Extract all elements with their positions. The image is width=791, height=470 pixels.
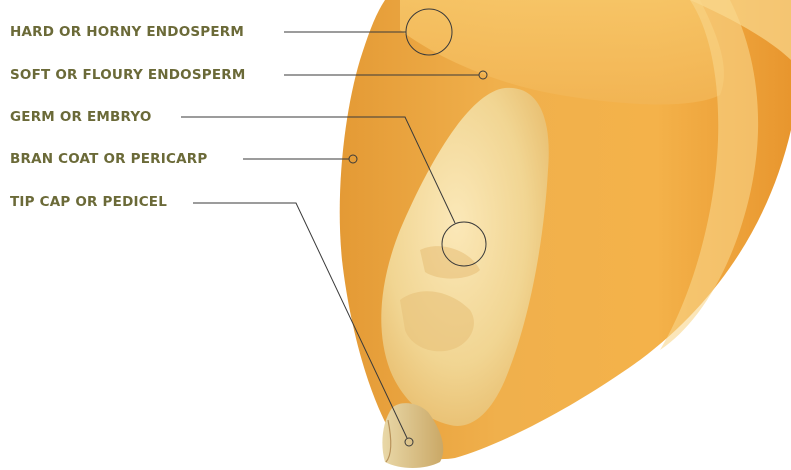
label-soft-endosperm: SOFT OR FLOURY ENDOSPERM bbox=[10, 67, 246, 83]
label-germ: GERM OR EMBRYO bbox=[10, 109, 152, 125]
label-hard-endosperm: HARD OR HORNY ENDOSPERM bbox=[10, 24, 244, 40]
label-tip-cap: TIP CAP OR PEDICEL bbox=[10, 194, 167, 210]
label-bran: BRAN COAT OR PERICARP bbox=[10, 151, 207, 167]
